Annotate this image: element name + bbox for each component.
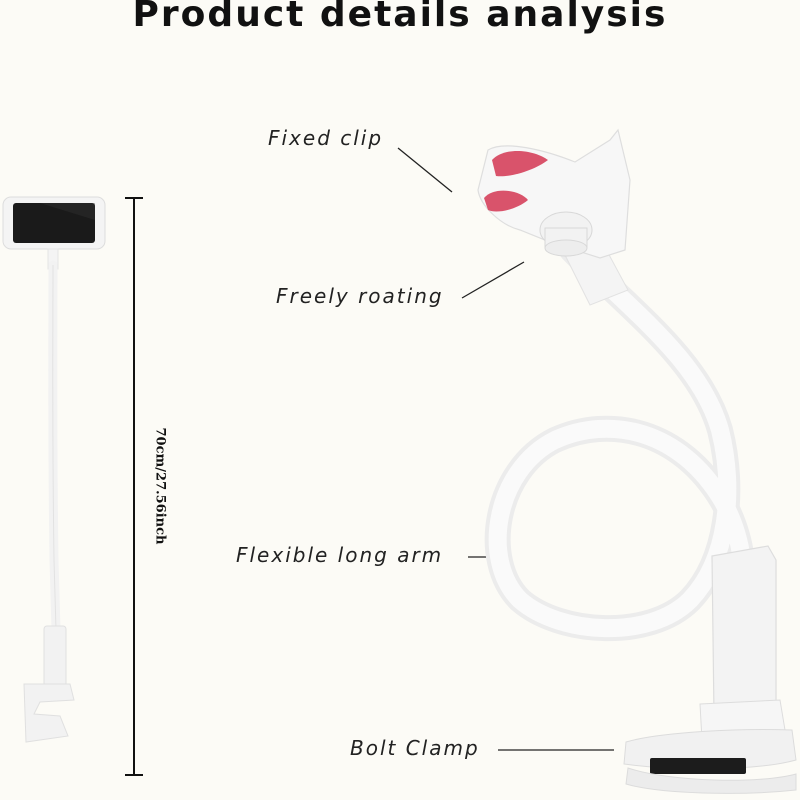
phone-screen <box>13 203 95 243</box>
fixed-clip-leader <box>397 147 453 193</box>
callout-flexible-long-arm: Flexible long arm <box>236 543 444 567</box>
clip-pad-bottom <box>484 190 528 212</box>
dimension-label: 70cm/27.56inch <box>152 427 168 545</box>
rotate-leader <box>461 261 525 299</box>
callout-lines <box>397 147 614 751</box>
callout-fixed-clip: Fixed clip <box>268 126 384 150</box>
callout-freely-rotating: Freely roating <box>276 284 444 308</box>
phone-holder-thumbnail <box>2 196 106 743</box>
clamp-post <box>711 545 777 717</box>
thumbnail-clamp <box>23 683 75 743</box>
callout-bolt-clamp: Bolt Clamp <box>350 736 480 760</box>
clip-pad-top <box>492 150 548 177</box>
phone-holder-main <box>477 128 797 794</box>
clamp-pad <box>650 758 746 774</box>
page-title: Product details analysis <box>132 0 668 35</box>
dimension-line <box>125 197 143 776</box>
